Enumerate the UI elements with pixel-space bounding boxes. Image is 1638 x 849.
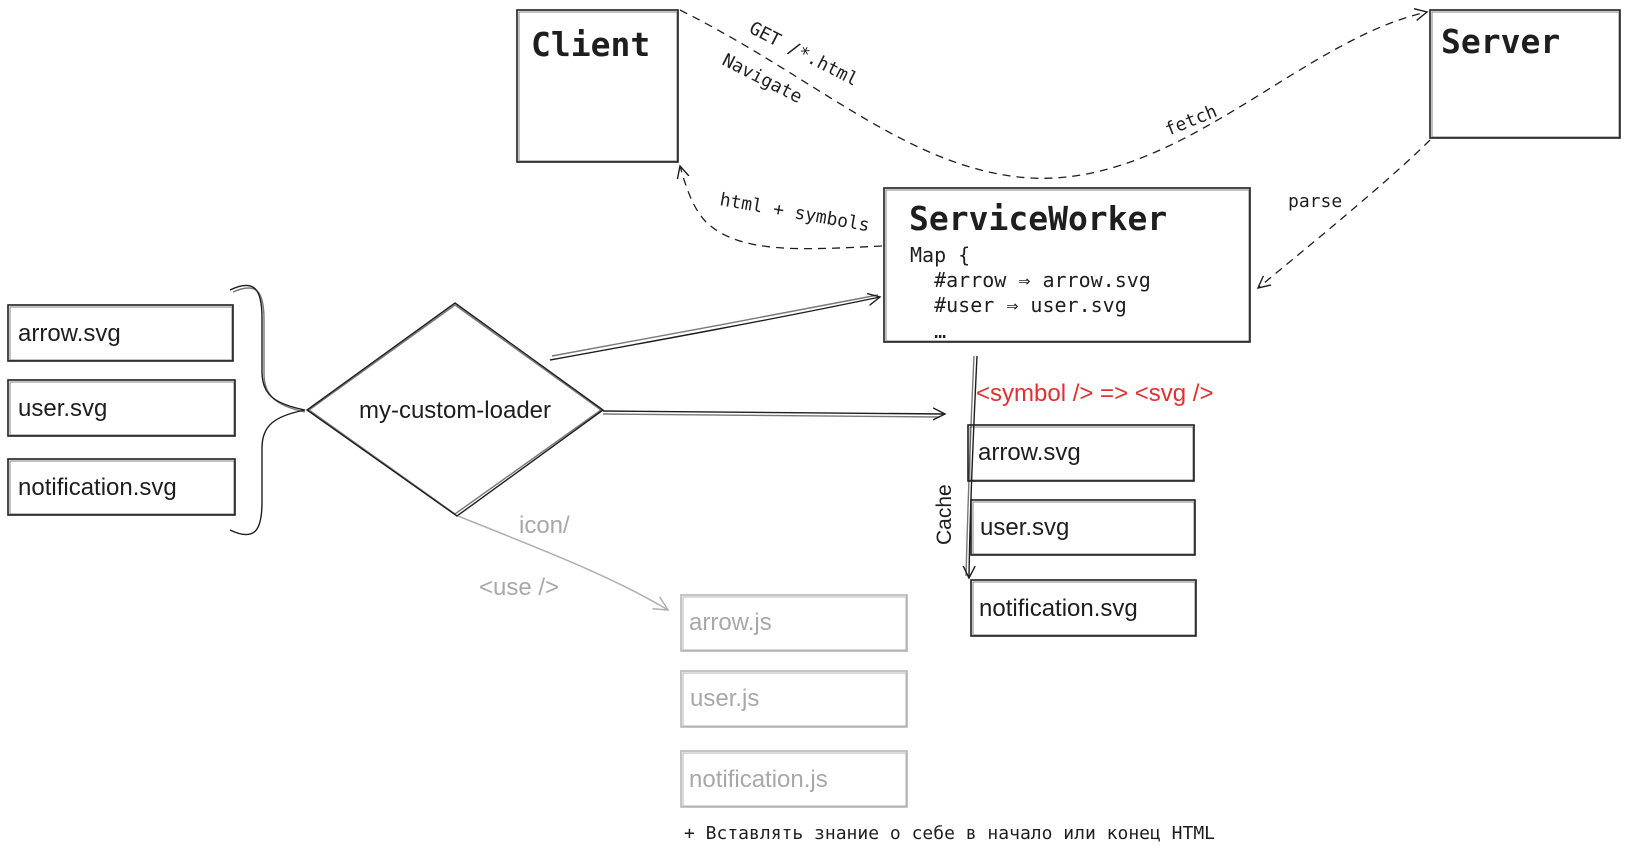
html-symbols-arrow [680,166,883,250]
icon-label: icon/ [519,512,570,539]
use-label: <use /> [479,574,559,601]
cache-file-notification[interactable]: notification.svg [970,579,1197,637]
client-node[interactable]: Client [516,9,679,163]
loader-to-js-arrow [457,515,668,610]
cache-file-label: arrow.svg [978,439,1081,466]
cache-connector-arrow [969,355,978,578]
html-symbols-label: html + symbols [718,189,871,236]
server-title: Server [1441,22,1560,61]
cache-file-user[interactable]: user.svg [970,499,1196,556]
js-file-label: notification.js [689,766,828,793]
js-file-label: arrow.js [689,609,772,636]
loader-to-cache-arrow [602,411,945,414]
get-fetch-arrow [679,10,1427,179]
js-file-user[interactable]: user.js [680,670,908,728]
loader-to-service-worker-arrow [549,297,880,361]
map-line-arrow: #arrow ⇒ arrow.svg [910,268,1151,292]
source-file-notification[interactable]: notification.svg [7,458,236,516]
cache-file-label: user.svg [980,514,1069,541]
js-file-label: user.js [690,685,759,712]
cache-file-label: notification.svg [979,595,1138,622]
service-worker-title: ServiceWorker [909,199,1167,238]
source-file-arrow[interactable]: arrow.svg [7,304,234,362]
cache-label: Cache [933,484,956,545]
loader-label: my-custom-loader [359,397,551,424]
parse-arrow [1258,139,1431,288]
map-line-ellipsis: … [910,319,946,343]
map-line-user: #user ⇒ user.svg [910,293,1127,317]
js-file-notification[interactable]: notification.js [680,750,908,808]
grouping-brace [229,284,306,536]
symbol-to-svg-label: <symbol /> => <svg /> [976,380,1213,407]
parse-label: parse [1288,191,1342,212]
grouping-brace-shadow [232,287,306,413]
service-worker-node[interactable]: ServiceWorker Map { #arrow ⇒ arrow.svg #… [883,187,1251,343]
source-file-user[interactable]: user.svg [7,379,236,437]
server-node[interactable]: Server [1429,9,1621,139]
source-file-label: notification.svg [18,474,177,501]
footnote: + Вставлять знание о себе в начало или к… [684,823,1215,844]
source-file-label: user.svg [18,395,107,422]
map-line-open: Map { [910,243,970,267]
cache-file-arrow[interactable]: arrow.svg [967,424,1195,482]
loader-node[interactable]: my-custom-loader [305,302,605,517]
client-title: Client [531,25,650,64]
source-file-label: arrow.svg [18,320,121,347]
js-file-arrow[interactable]: arrow.js [680,594,908,652]
